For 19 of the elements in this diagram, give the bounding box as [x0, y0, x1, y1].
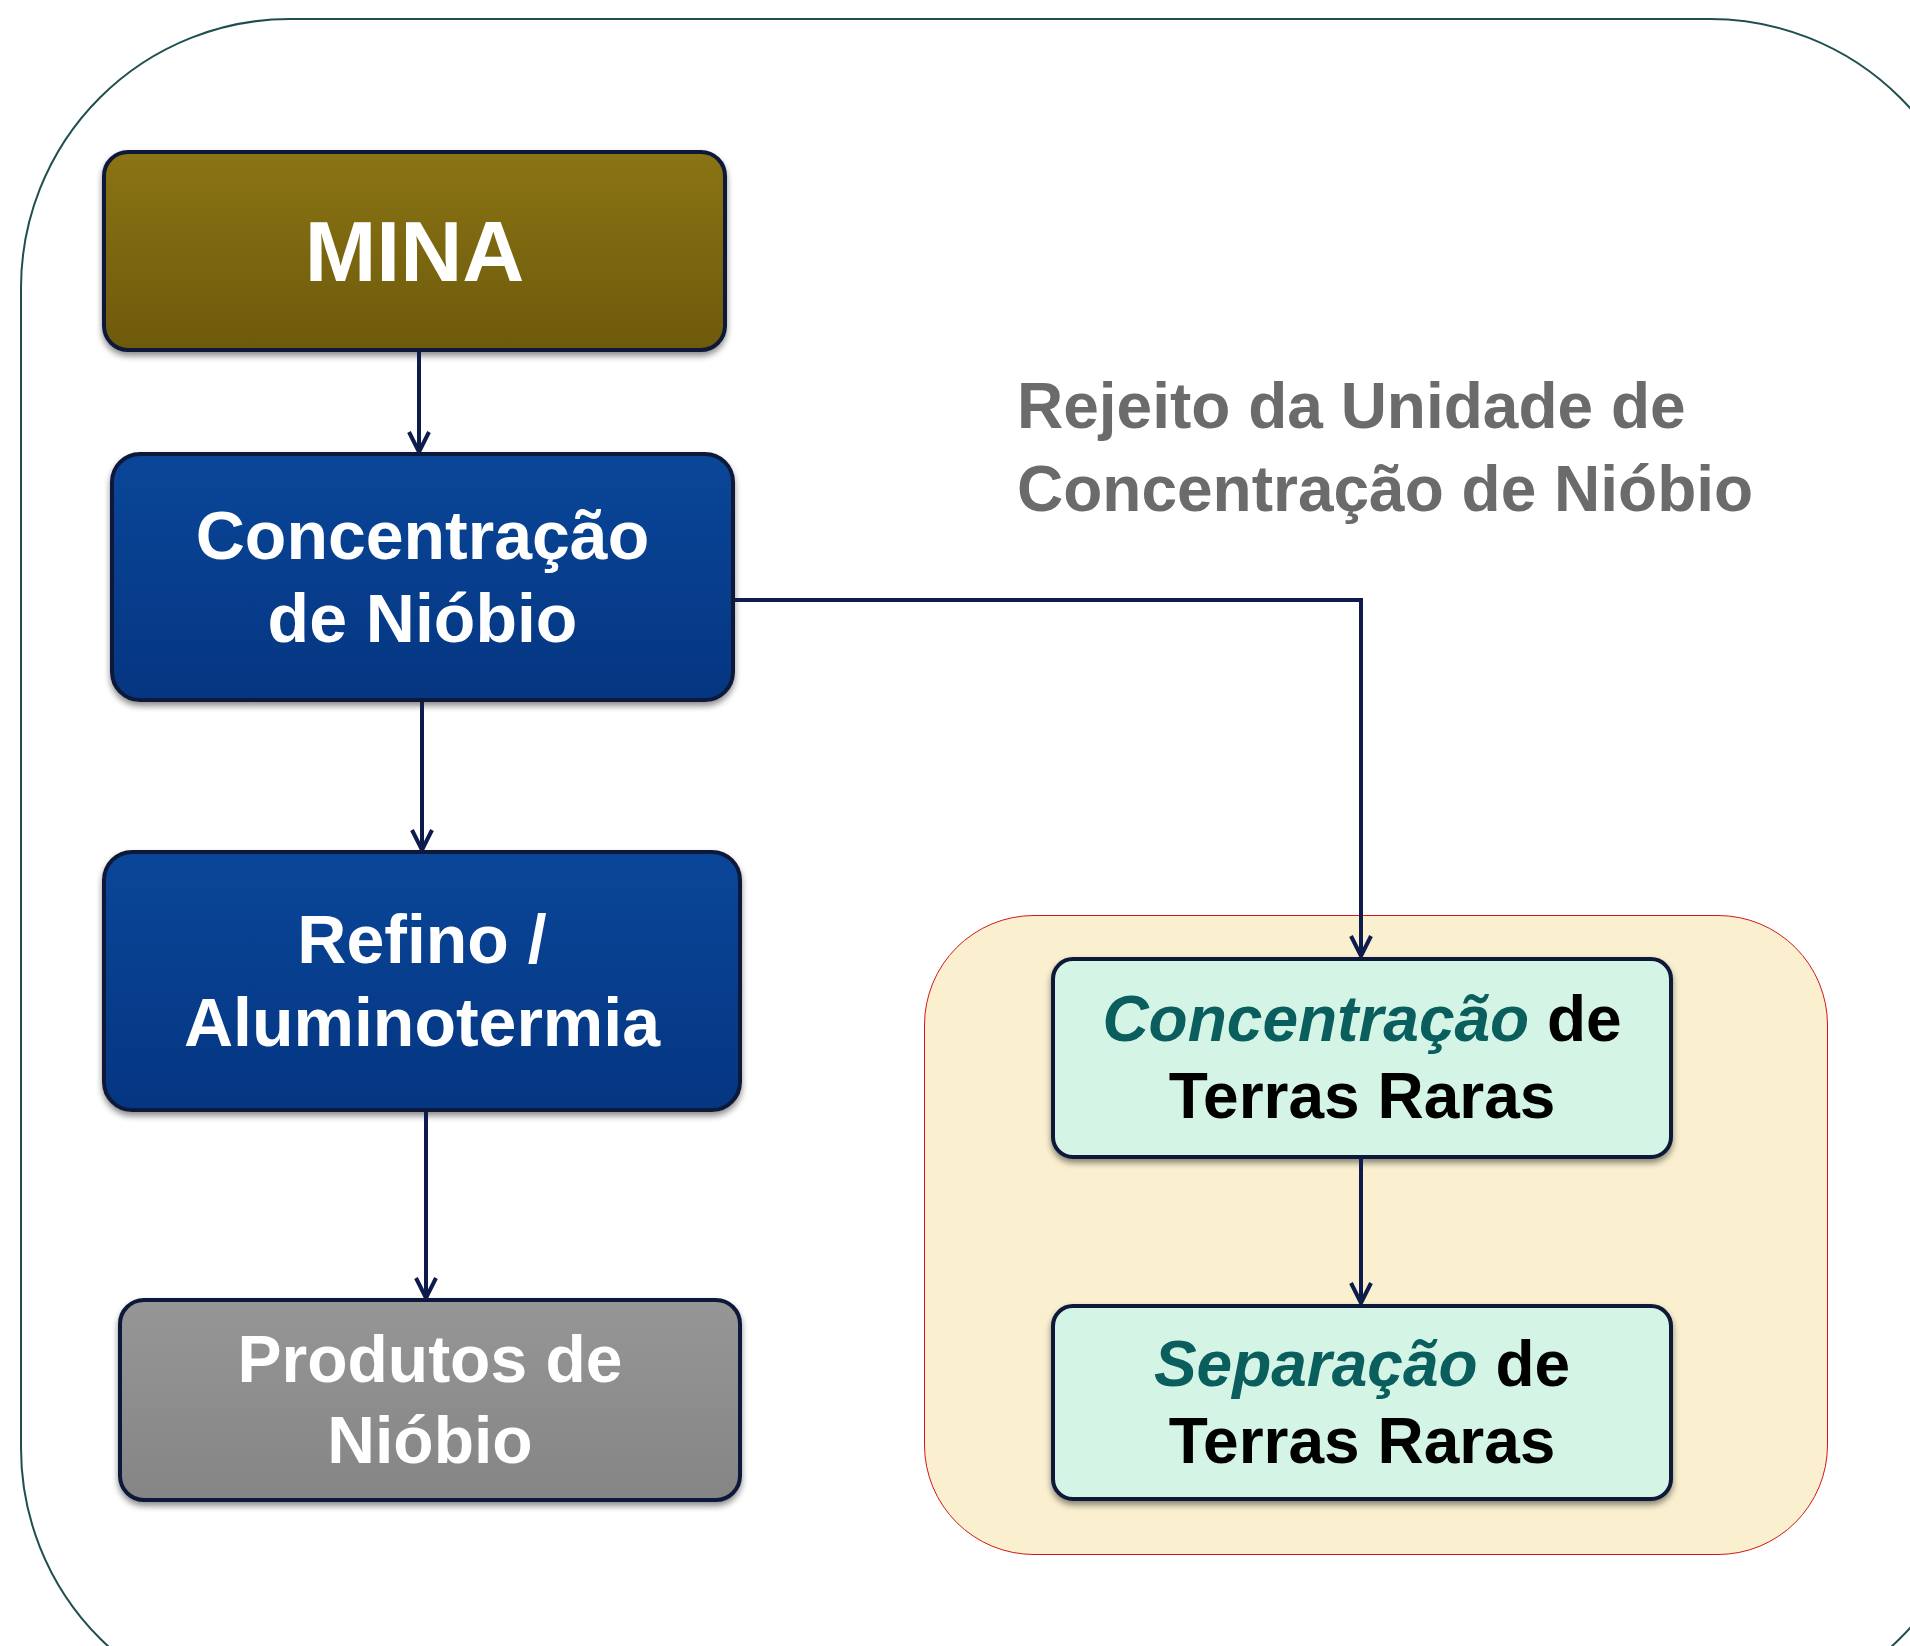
box-label: Concentração de Terras Raras [1101, 982, 1623, 1134]
process-box [110, 452, 735, 702]
box-label: Refino / Aluminotermia [182, 900, 662, 1062]
arrow [1349, 1158, 1373, 1305]
process-box [102, 850, 742, 1112]
process-box [1051, 1304, 1673, 1501]
arrow [735, 598, 1373, 958]
box-label: MINA [303, 203, 526, 299]
box-label: Separação de Terras Raras [1152, 1326, 1572, 1479]
group-panel [924, 915, 1828, 1555]
arrow [414, 1112, 438, 1300]
box-label: Concentração de Nióbio [194, 496, 651, 658]
arrow [410, 702, 434, 852]
arrow [407, 352, 431, 454]
process-box [1051, 957, 1673, 1159]
box-label: Produtos de Nióbio [236, 1321, 624, 1479]
section-heading: Rejeito da Unidade de Concentração de Nióbio [1017, 369, 1755, 528]
output-box [118, 1298, 742, 1502]
start-box [102, 150, 727, 352]
